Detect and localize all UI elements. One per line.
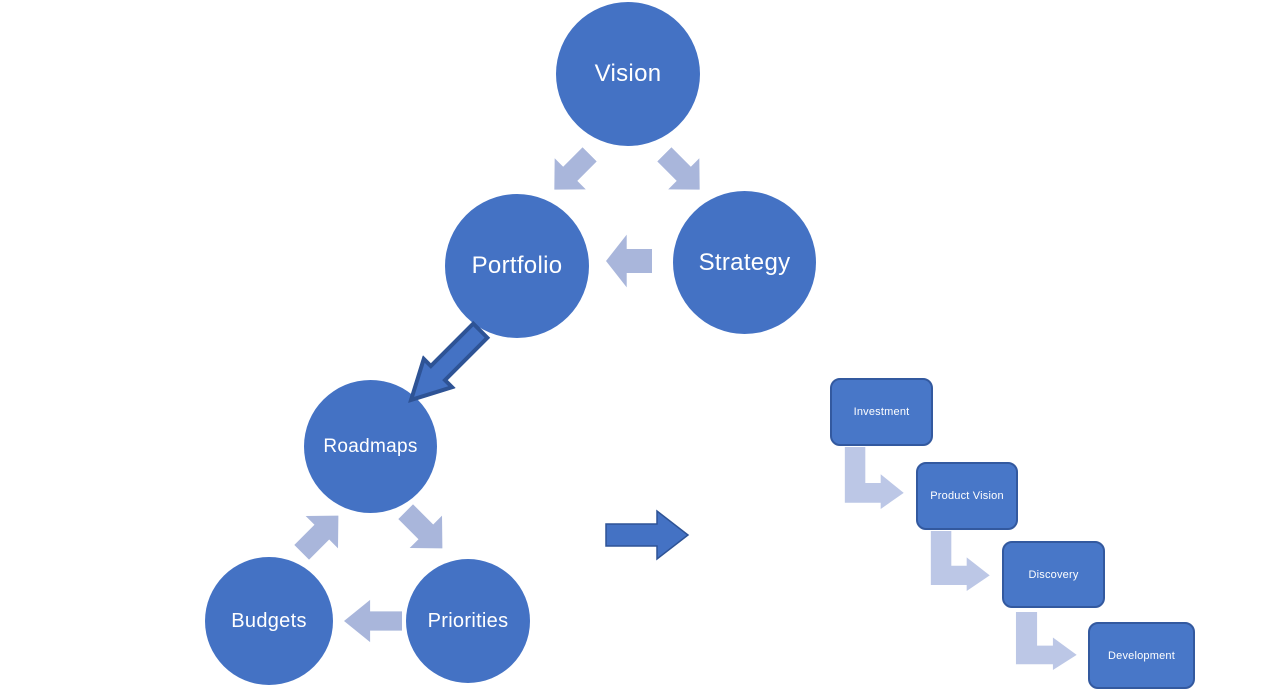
step-product-vision: Product Vision	[916, 462, 1018, 530]
node-budgets: Budgets	[205, 557, 333, 685]
step-product-vision-label: Product Vision	[930, 490, 1004, 502]
arrow-vision-to-portfolio	[554, 147, 597, 190]
node-budgets-label: Budgets	[231, 609, 307, 632]
node-portfolio-label: Portfolio	[471, 252, 563, 279]
arrow-vision-to-strategy	[657, 147, 700, 190]
node-portfolio: Portfolio	[445, 194, 589, 338]
node-roadmaps: Roadmaps	[304, 380, 437, 513]
elbow-arrow-discovery-to-development	[1015, 612, 1077, 670]
elbow-arrow-product-vision-to-discovery	[930, 531, 990, 591]
node-vision-label: Vision	[594, 60, 662, 87]
step-discovery: Discovery	[1002, 541, 1105, 608]
node-strategy-label: Strategy	[698, 248, 791, 276]
step-discovery-label: Discovery	[1028, 568, 1079, 581]
step-investment-label: Investment	[853, 406, 910, 418]
arrow-strategy-to-portfolio	[606, 234, 652, 288]
step-development: Development	[1088, 622, 1195, 689]
node-priorities: Priorities	[406, 559, 530, 683]
arrow-portfolio-to-roadmaps	[408, 320, 491, 403]
node-roadmaps-label: Roadmaps	[323, 435, 418, 457]
node-strategy: Strategy	[673, 191, 816, 334]
node-vision: Vision	[556, 2, 700, 146]
arrow-budgets-to-roadmaps	[294, 515, 339, 560]
elbow-arrow-investment-to-product-vision	[844, 447, 904, 509]
step-development-label: Development	[1107, 649, 1175, 662]
arrow-roadmaps-to-priorities	[398, 504, 443, 549]
arrow-cycles-to-process	[605, 509, 690, 561]
node-priorities-label: Priorities	[427, 609, 509, 632]
step-investment: Investment	[830, 378, 933, 446]
arrow-priorities-to-budgets	[344, 599, 402, 643]
